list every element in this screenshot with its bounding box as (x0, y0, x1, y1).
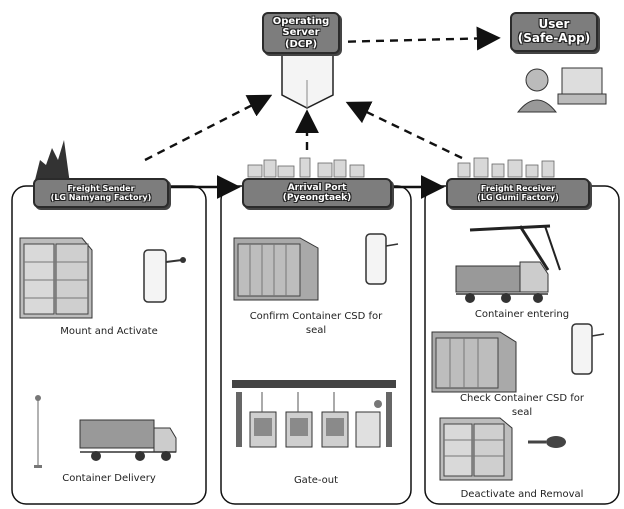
gate-icon (232, 380, 396, 448)
receiver-seal-device-icon (571, 323, 605, 375)
sender-badge: Freight Sender (LG Namyang Factory) (33, 178, 169, 208)
server-badge-line2: Server (282, 27, 320, 39)
delivery-truck-icon (79, 419, 177, 461)
shipping-container-icon (233, 237, 319, 301)
container-doors-icon (19, 237, 93, 319)
signal-pole-icon (34, 395, 42, 468)
deactivate-label: Deactivate and Removal (460, 489, 584, 500)
server-badge-line3: (DCP) (284, 38, 318, 50)
entering-label: Container entering (474, 309, 570, 320)
sender-badge-line1: Freight Sender (67, 183, 135, 193)
server-badge-line1: Operating (272, 15, 330, 27)
confirm-label-line1: Confirm Container CSD for (249, 311, 383, 322)
server-to-user-arrow (333, 26, 501, 51)
receiver-badge-line2: (LG Gumi Factory) (477, 193, 559, 202)
receiver-container-icon (431, 331, 517, 393)
user-icon (516, 67, 607, 113)
receiver-badge-line1: Freight Receiver (480, 183, 556, 193)
sender-column (11, 185, 207, 505)
port-badge: Arrival Port (Pyeongtaek) (242, 178, 392, 208)
port-badge-line1: Arrival Port (287, 182, 347, 193)
server-icon (281, 47, 334, 109)
check-label-line2: seal (511, 406, 533, 418)
check-label: Check Container CSD for seal (425, 392, 619, 419)
server-badge: Operating Server (DCP) (262, 12, 340, 54)
port-badge-line2: (Pyeongtaek) (282, 193, 352, 203)
receiver-buildings-icon (457, 157, 555, 178)
receiver-badge: Freight Receiver (LG Gumi Factory) (446, 178, 590, 208)
check-label-line1: Check Container CSD for (460, 393, 584, 404)
open-container-icon (439, 417, 513, 481)
seal-device-icon (143, 249, 186, 303)
factory-icon (34, 140, 70, 184)
delivery-label: Container Delivery (62, 473, 156, 484)
user-badge: User (Safe-App) (510, 12, 598, 52)
port-buildings-icon (247, 157, 365, 178)
receiving-truck-icon (455, 261, 549, 303)
sender-badge-line2: (LG Namyang Factory) (50, 193, 152, 202)
confirm-label: Confirm Container CSD for seal (221, 310, 411, 337)
user-badge-line1: User (538, 17, 570, 32)
receiver-to-server-arrow (345, 101, 463, 160)
seal-key-icon (528, 436, 566, 448)
port-seal-device-icon (365, 233, 399, 285)
confirm-label-line2: seal (305, 324, 327, 336)
sender-to-server-arrow (144, 94, 273, 162)
user-badge-line2: (Safe-App) (517, 31, 591, 45)
gate-label: Gate-out (293, 475, 339, 486)
mount-label: Mount and Activate (60, 326, 158, 337)
crane-icon (469, 224, 561, 271)
